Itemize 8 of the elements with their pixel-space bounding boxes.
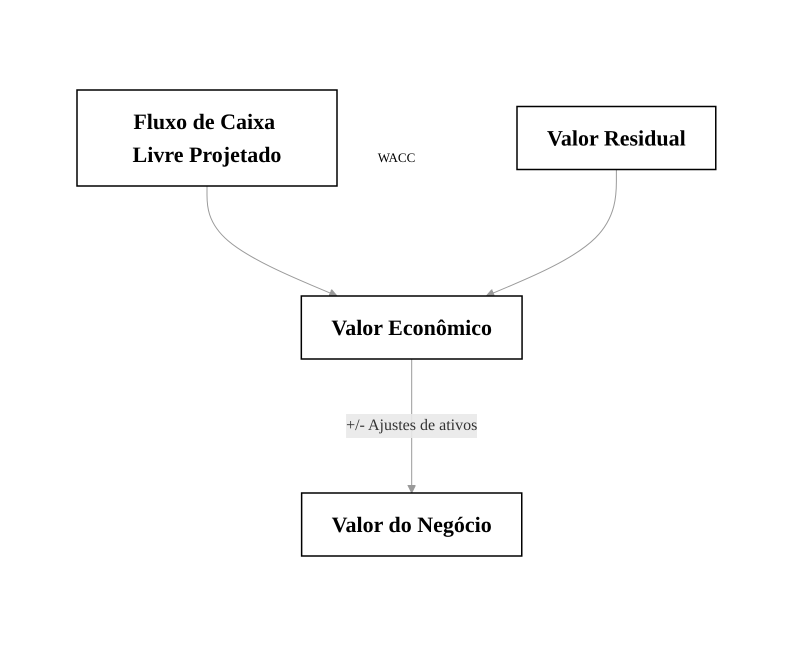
- note-text: WACC: [378, 150, 416, 166]
- edge-label: +/- Ajustes de ativos: [346, 417, 478, 434]
- arrow: [486, 169, 617, 297]
- node-box: Valor Residual: [516, 106, 717, 170]
- node-box: Fluxo de Caixa Livre Projetado: [76, 89, 338, 187]
- arrow: [206, 186, 338, 297]
- node-box: Valor do Negócio: [301, 492, 523, 557]
- node-box: Valor Econômico: [300, 295, 523, 360]
